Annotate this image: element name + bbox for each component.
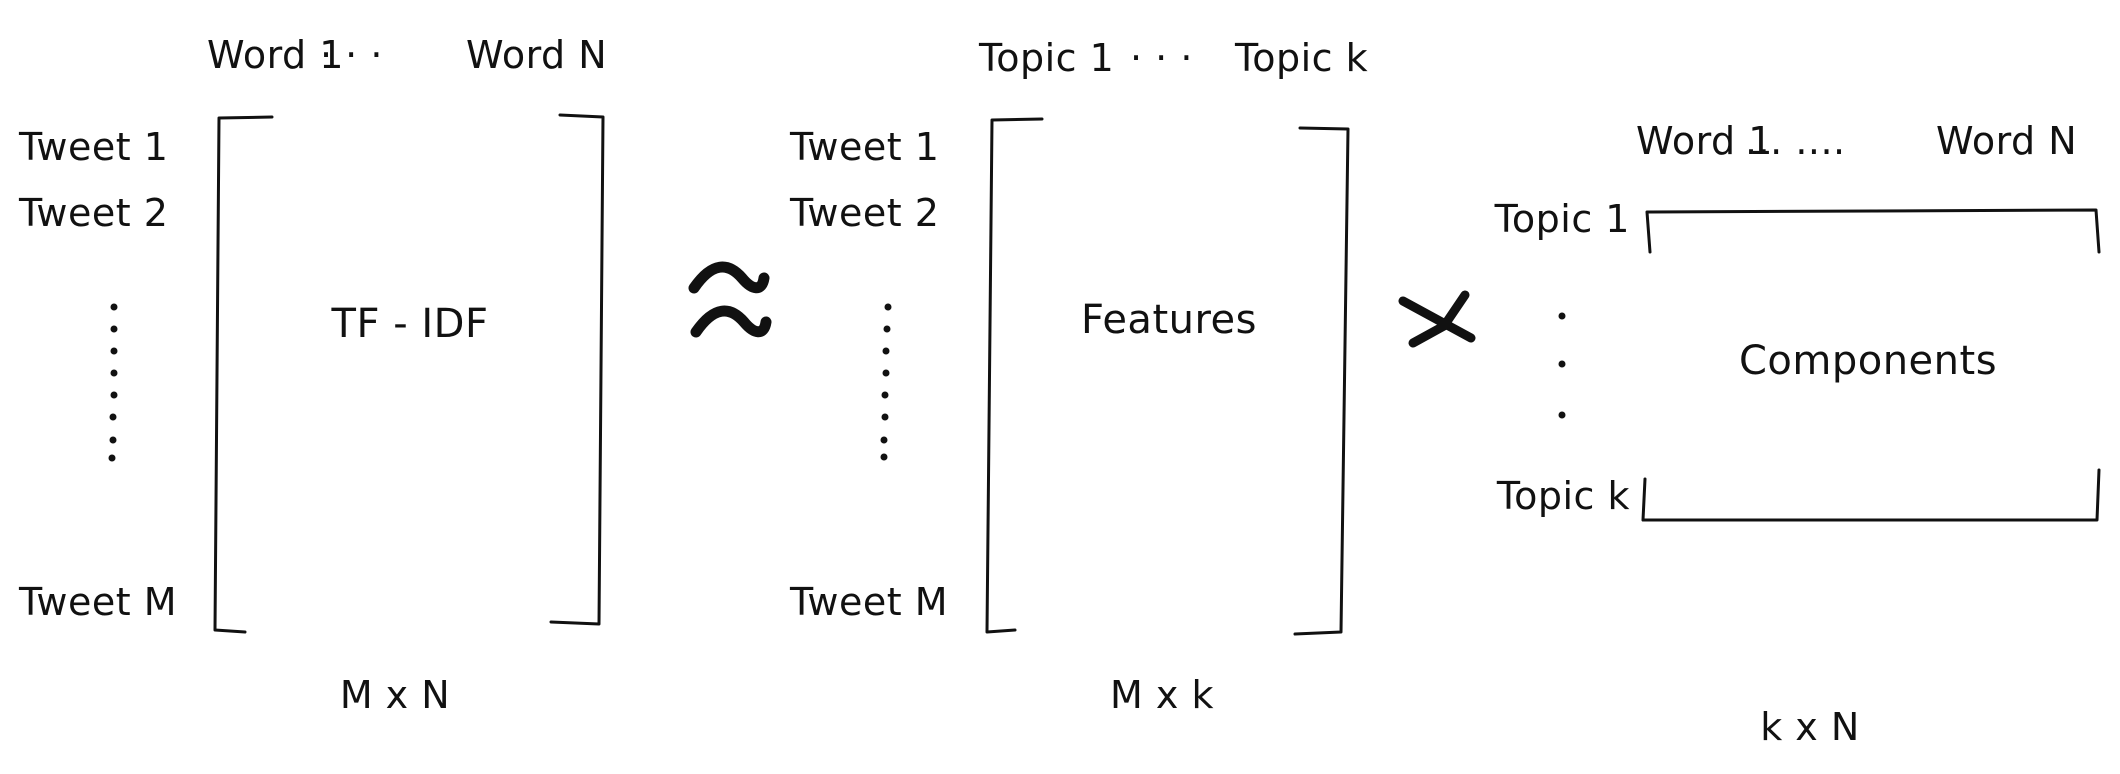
components-row-first: Topic 1 — [1494, 197, 1630, 241]
tfidf-col-last: Word N — [466, 33, 608, 77]
features-col-ellipsis: · · · — [1130, 36, 1193, 80]
components-matrix-label: Components — [1738, 338, 1998, 384]
approx-symbol — [688, 261, 772, 338]
tfidf-col-ellipsis: · · · — [320, 33, 383, 77]
components-top-bracket — [1645, 208, 2101, 254]
multiply-symbol — [1398, 290, 1476, 348]
components-bottom-bracket — [1641, 468, 2101, 522]
tfidf-row-second: Tweet 2 — [19, 191, 169, 235]
tfidf-row-ellipsis-dots — [108, 303, 118, 462]
tfidf-row-first: Tweet 1 — [19, 125, 169, 169]
components-row-ellipsis-dots — [1558, 312, 1566, 419]
tfidf-right-bracket — [549, 113, 605, 626]
features-col-first: Topic 1 — [979, 36, 1115, 80]
features-row-last: Tweet M — [790, 580, 949, 624]
components-row-last: Topic k — [1496, 474, 1630, 518]
components-col-ellipsis: ... .... — [1745, 119, 1846, 163]
tfidf-left-bracket — [213, 115, 274, 634]
components-dimension-label: k x N — [1760, 705, 1860, 749]
components-col-last: Word N — [1936, 119, 2078, 163]
tfidf-col-first: Word 1 — [207, 33, 344, 77]
tfidf-row-last: Tweet M — [19, 580, 178, 624]
features-matrix-label: Features — [1081, 297, 1257, 343]
features-row-second: Tweet 2 — [790, 191, 940, 235]
tfidf-matrix-label: TF - IDF — [331, 301, 489, 347]
components-col-first: Word 1 — [1636, 119, 1773, 163]
features-col-last: Topic k — [1235, 36, 1369, 80]
features-row-first: Tweet 1 — [790, 125, 940, 169]
tfidf-dimension-label: M x N — [339, 673, 451, 717]
features-dimension-label: M x k — [1110, 673, 1214, 717]
features-left-bracket — [985, 117, 1044, 634]
features-right-bracket — [1293, 126, 1350, 636]
features-row-ellipsis-dots — [880, 303, 892, 461]
